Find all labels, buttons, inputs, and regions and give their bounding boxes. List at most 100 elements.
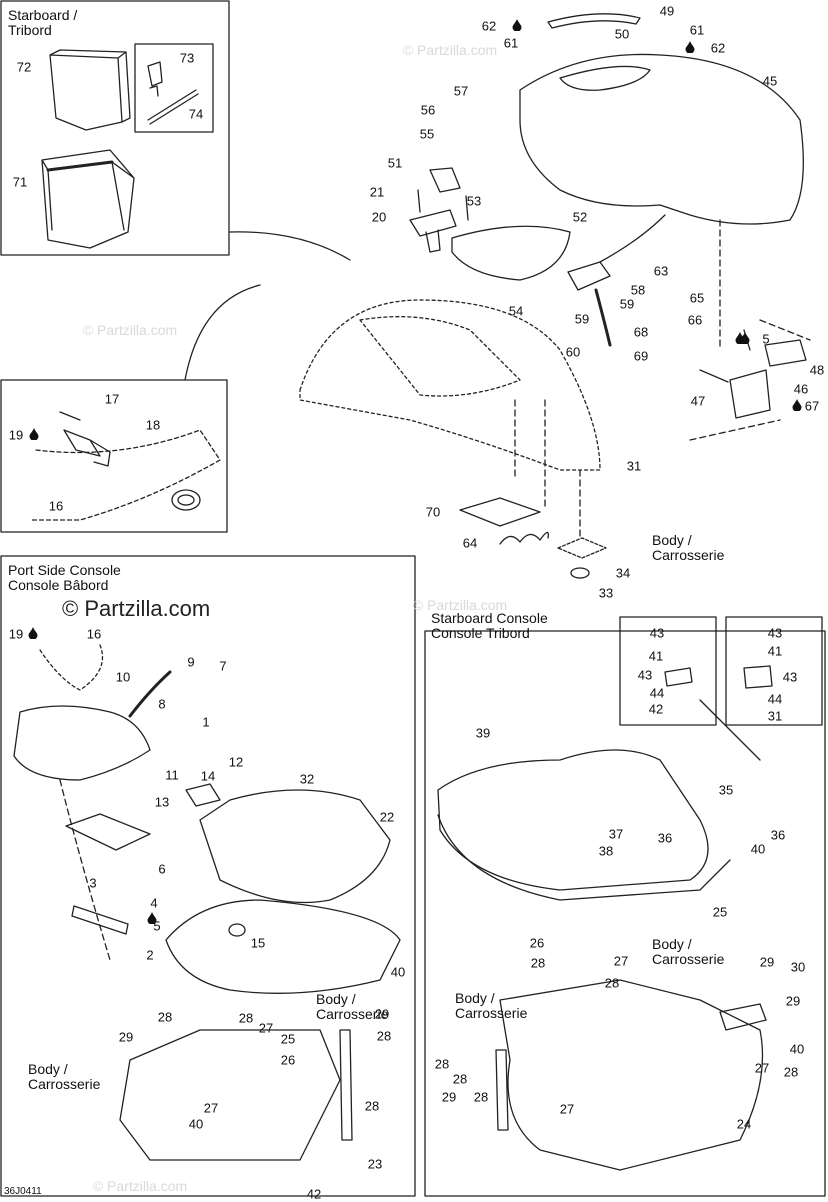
part-callout: 8: [158, 696, 166, 712]
part-callout: 39: [475, 725, 491, 741]
seat-latch-hardware: [409, 167, 811, 441]
trim-6-drawing: [65, 813, 151, 851]
starboard-console-title-line1: Starboard Console: [431, 610, 548, 626]
part-callout: 28: [364, 1098, 380, 1114]
part-callout: 40: [750, 841, 766, 857]
part-callout: 29: [759, 954, 775, 970]
plug-drawing: [59, 411, 111, 467]
part-callout: 59: [619, 296, 635, 312]
part-callout: 34: [615, 565, 631, 581]
part-callout: 9: [187, 654, 195, 670]
part-callout: 55: [419, 126, 435, 142]
part-callout: 14: [200, 768, 216, 784]
body-label: Body / Carrosserie: [316, 992, 388, 1022]
body-label: Body / Carrosserie: [652, 533, 724, 563]
body-label-line2: Carrosserie: [316, 1006, 389, 1022]
faint-watermark: © Partzilla.com: [92, 1178, 188, 1194]
console-31-drawing: [437, 749, 709, 891]
part-callout: 28: [434, 1056, 450, 1072]
part-callout: 28: [530, 955, 546, 971]
strip-40-drawing: [339, 1029, 353, 1141]
inset-starboard-bin-frame: [0, 0, 230, 256]
part-callout: 43: [782, 669, 798, 685]
lubricant-drop-icon: [512, 19, 522, 33]
inset-port-console-frame: [0, 555, 416, 1197]
part-callout: 66: [687, 312, 703, 328]
hull-outline-drawing: [299, 299, 601, 471]
part-callout: 28: [604, 975, 620, 991]
rod-74-drawing: [147, 89, 199, 125]
spring-64-drawing: [499, 531, 549, 545]
part-callout: 22: [379, 809, 395, 825]
washer-34-drawing: [570, 567, 590, 579]
retainer-11-drawing: [185, 783, 221, 807]
faint-watermark: © Partzilla.com: [82, 322, 178, 338]
part-callout: 5: [153, 918, 161, 934]
part-callout: 7: [219, 658, 227, 674]
part-callout: 53: [466, 193, 482, 209]
part-callout: 40: [188, 1116, 204, 1132]
seat-group: [451, 13, 804, 291]
part-callout: 28: [376, 1028, 392, 1044]
trim-30-drawing: [719, 1003, 767, 1031]
port-console-title-line2: Console Bâbord: [8, 577, 109, 593]
part-callout: 28: [238, 1010, 254, 1026]
part-callout: 56: [420, 102, 436, 118]
hull-outline-group: [184, 231, 601, 471]
part-callout: 65: [689, 290, 705, 306]
console-32-drawing: [199, 789, 391, 904]
bracket-2-drawing: [71, 905, 129, 935]
part-callout: 68: [633, 324, 649, 340]
part-callout: 23: [367, 1156, 383, 1172]
inset-drain-plug-frame: [0, 379, 228, 533]
part-callout: 42: [648, 701, 664, 717]
hinge-46-drawing: [729, 339, 807, 419]
part-callout: 44: [767, 691, 783, 707]
detail-frame-a: [619, 616, 717, 726]
part-callout: 64: [462, 535, 478, 551]
part-callout: 13: [154, 794, 170, 810]
part-callout: 57: [453, 83, 469, 99]
lubricant-drop-icon: [28, 627, 38, 641]
part-callout: 6: [158, 861, 166, 877]
bracket-41b-drawing: [743, 665, 773, 689]
part-callout: 48: [809, 362, 825, 378]
faint-watermark: © Partzilla.com: [412, 597, 508, 613]
port-console-title: Port Side Console Console Bâbord: [8, 563, 121, 593]
bolt-73-drawing: [147, 61, 163, 97]
bin-liner-drawing: [49, 49, 131, 131]
part-callout: 69: [633, 348, 649, 364]
body-label-line2: Carrosserie: [652, 547, 725, 563]
starboard-bin-title-line2: Tribord: [8, 22, 52, 38]
part-callout: 50: [614, 26, 630, 42]
part-callout: 41: [648, 648, 664, 664]
part-callout: 73: [179, 50, 195, 66]
part-callout: 62: [481, 18, 497, 34]
part-callout: 26: [280, 1052, 296, 1068]
part-callout: 21: [369, 184, 385, 200]
bracket-51-drawing: [429, 167, 461, 193]
inset-starboard-console-frame: [424, 630, 826, 1197]
port-console-title-line1: Port Side Console: [8, 562, 121, 578]
figure-reference: 36J0411: [4, 1186, 42, 1197]
body-label: Body / Carrosserie: [455, 991, 527, 1021]
part-callout: 70: [425, 504, 441, 520]
part-callout: 43: [767, 625, 783, 641]
part-callout: 49: [659, 3, 675, 19]
handle-49-drawing: [547, 13, 641, 29]
part-callout: 43: [649, 625, 665, 641]
body-label-line1: Body /: [652, 532, 692, 548]
part-callout: 28: [452, 1071, 468, 1087]
body-label-line2: Carrosserie: [28, 1076, 101, 1092]
body-label-line1: Body /: [652, 936, 692, 952]
part-callout: 3: [89, 875, 97, 891]
hull-section-drawing: [29, 429, 221, 521]
part-callout: 44: [649, 685, 665, 701]
hose-10-drawing: [128, 670, 172, 718]
part-callout: 36: [657, 830, 673, 846]
part-callout: 28: [783, 1064, 799, 1080]
part-callout: 40: [789, 1041, 805, 1057]
starboard-console-title-line2: Console Tribord: [431, 625, 530, 641]
pad-body-drawing: [557, 537, 607, 559]
